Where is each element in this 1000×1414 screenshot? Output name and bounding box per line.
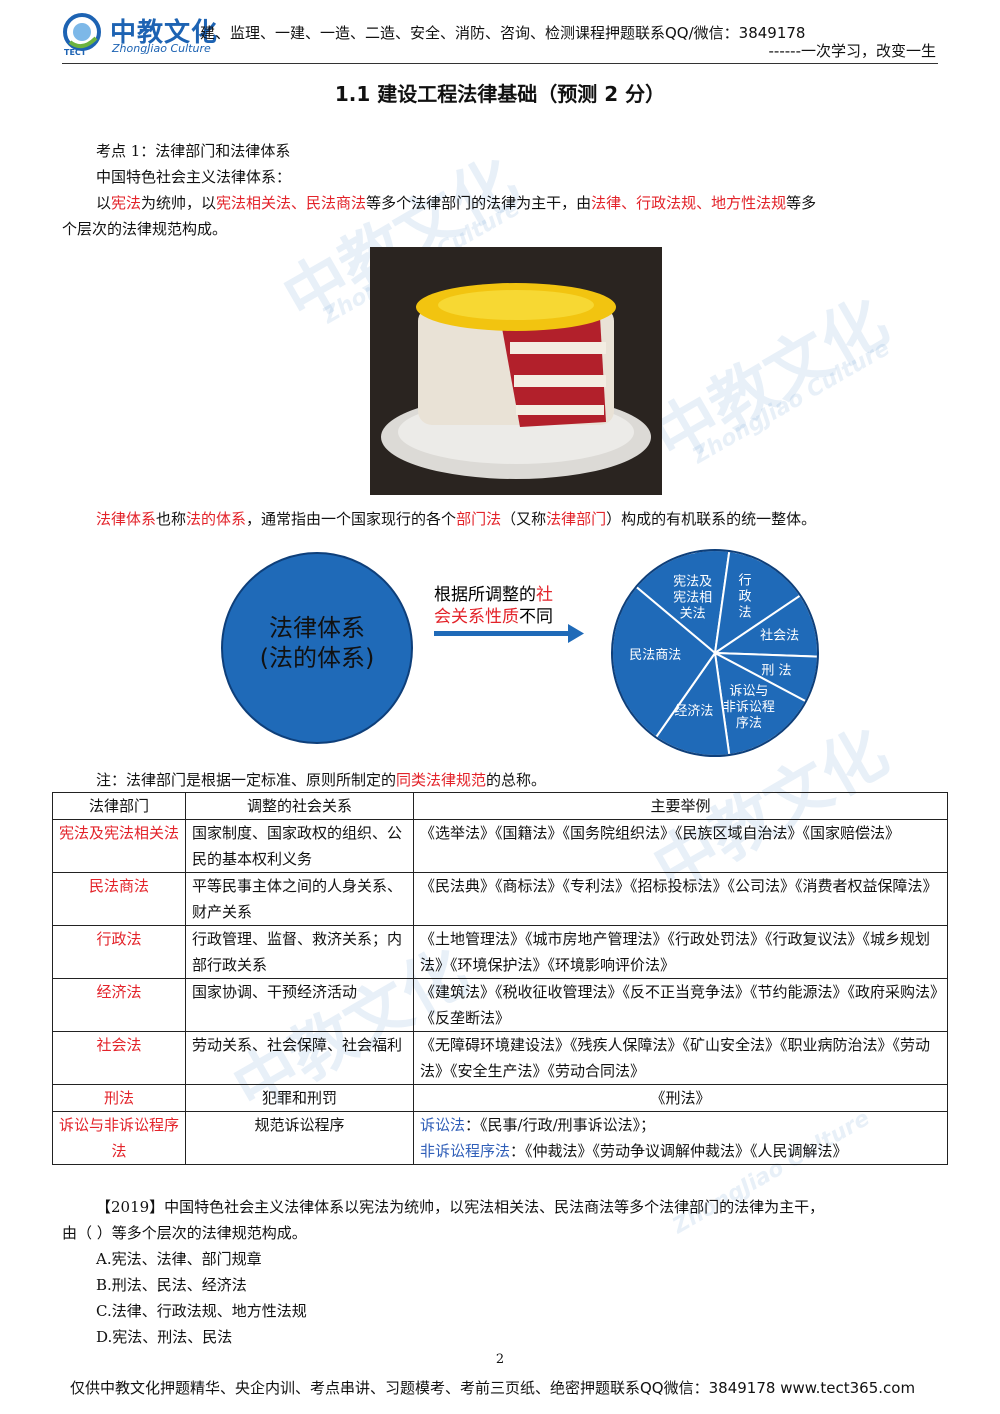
law-system-diagram: 法律体系 (法的体系) 根据所调整的社 会关系性质不同 宪法及宪法相关法 行政法社… — [221, 549, 819, 757]
pie-slice-label: 宪法及宪法相关法 — [673, 574, 712, 622]
relation-cell: 犯罪和刑罚 — [185, 1084, 414, 1112]
dept-cell: 经济法 — [52, 978, 186, 1032]
option-b: B.刑法、民法、经济法 — [96, 1276, 247, 1294]
table-row: 经济法 国家协调、干预经济活动 《建筑法》《税收征收管理法》《反不正当竞争法》《… — [52, 978, 948, 1032]
table-row: 民法商法 平等民事主体之间的人身关系、财产关系 《民法典》《商标法》《专利法》《… — [52, 872, 948, 926]
pie-slice-label: 社会法 — [760, 628, 799, 644]
watermark: 中教文化 — [641, 285, 901, 478]
arrow-shaft — [434, 631, 569, 636]
relation-cell: 规范诉讼程序 — [185, 1111, 414, 1165]
dept-cell: 社会法 — [52, 1031, 186, 1085]
dept-cell: 行政法 — [52, 925, 186, 979]
example-cell: 《选举法》《国籍法》《国务院组织法》《民族区域自治法》《国家赔偿法》 — [413, 819, 948, 873]
table-row: 刑法 犯罪和刑罚 《刑法》 — [52, 1084, 948, 1112]
logo-subtitle: ZhongJiao Culture — [112, 42, 211, 55]
example-cell: 《无障碍环境建设法》《残疾人保障法》《矿山安全法》《职业病防治法》《劳动法》《安… — [413, 1031, 948, 1085]
footer-url[interactable]: www.tect365.com — [780, 1379, 916, 1397]
subheading: 中国特色社会主义法律体系： — [96, 168, 292, 186]
circle-label-1: 法律体系 — [269, 614, 365, 642]
col-header: 调整的社会关系 — [185, 792, 414, 820]
pie-slice-label: 刑 法 — [761, 664, 791, 679]
option-d: D.宪法、刑法、民法 — [96, 1328, 233, 1346]
table-row: 行政法 行政管理、监督、救济关系；内部行政关系 《土地管理法》《城市房地产管理法… — [52, 925, 948, 979]
law-system-circle — [221, 552, 413, 744]
pie-slice-label: 经济法 — [674, 704, 713, 719]
circle-label-2: (法的体系) — [260, 644, 375, 672]
note: 注：法律部门是根据一定标准、原则所制定的同类法律规范的总称。 — [96, 771, 547, 789]
cake-photo — [370, 247, 662, 495]
paragraph-1: 以宪法为统帅，以宪法相关法、民法商法等多个法律部门的法律为主干，由法律、行政法规… — [62, 194, 817, 238]
table-header-row: 法律部门 调整的社会关系 主要举例 — [52, 792, 948, 820]
col-header: 法律部门 — [52, 792, 186, 820]
header-slogan: ------一次学习，改变一生 — [768, 42, 936, 60]
arrow-head — [568, 624, 584, 643]
page-title: 1.1 建设工程法律基础（预测 2 分） — [334, 82, 666, 106]
watermark-en: ZhongJiao Culture — [688, 335, 895, 470]
option-a: A.宪法、法律、部门规章 — [96, 1250, 262, 1268]
pie-slice-label: 行政法 — [738, 574, 751, 621]
relation-cell: 国家协调、干预经济活动 — [185, 978, 414, 1032]
relation-cell: 行政管理、监督、救济关系；内部行政关系 — [185, 925, 414, 979]
example-cell: 《民法典》《商标法》《专利法》《招标投标法》《公司法》《消费者权益保障法》 — [413, 872, 948, 926]
logo-text: 中教文化 — [110, 18, 219, 48]
option-c: C.法律、行政法规、地方性法规 — [96, 1302, 307, 1320]
page-header: 中教文化 ZhongJiao Culture TECT 建、监理、一建、一造、二… — [0, 0, 1000, 70]
point-heading: 考点 1：法律部门和法律体系 — [96, 142, 291, 160]
dept-cell: 民法商法 — [52, 872, 186, 926]
law-department-table: 法律部门 调整的社会关系 主要举例 宪法及宪法相关法 国家制度、国家政权的组织、… — [52, 792, 948, 1165]
col-header: 主要举例 — [413, 792, 948, 820]
dept-cell: 宪法及宪法相关法 — [52, 819, 186, 873]
pie-slice-label: 诉讼与非诉讼程序法 — [723, 684, 775, 731]
footer-text: 仅供中教文化押题精华、央企内训、考点串讲、习题模考、考前三页纸、绝密押题联系QQ… — [70, 1379, 776, 1397]
relation-cell: 劳动关系、社会保障、社会福利 — [185, 1031, 414, 1085]
example-cell: 《土地管理法》《城市房地产管理法》《行政处罚法》《行政复议法》《城乡规划法》《环… — [413, 925, 948, 979]
logo-icon — [63, 13, 101, 51]
header-divider — [62, 63, 938, 64]
dept-cell: 刑法 — [52, 1084, 186, 1112]
arrow-label-1: 根据所调整的社 — [434, 585, 553, 605]
pie-slice-label: 民法商法 — [629, 648, 681, 663]
pie-outline — [611, 549, 819, 757]
table-row: 宪法及宪法相关法 国家制度、国家政权的组织、公民的基本权利义务 《选举法》《国籍… — [52, 819, 948, 873]
example-cell: 《刑法》 — [413, 1084, 948, 1112]
example-cell: 诉讼法：《民事/行政/刑事诉讼法》；非诉讼程序法：《仲裁法》《劳动争议调解仲裁法… — [413, 1111, 948, 1165]
question-stem: 【2019】中国特色社会主义法律体系以宪法为统帅，以宪法相关法、民法商法等多个法… — [96, 1198, 825, 1216]
footer: 仅供中教文化押题精华、央企内训、考点串讲、习题模考、考前三页纸、绝密押题联系QQ… — [70, 1377, 915, 1398]
page-number: 2 — [495, 1352, 505, 1367]
header-contact: 建、监理、一建、一造、二造、安全、消防、咨询、检测课程押题联系QQ/微信：384… — [200, 24, 806, 42]
arrow-label-2: 会关系性质不同 — [434, 607, 553, 627]
relation-cell: 国家制度、国家政权的组织、公民的基本权利义务 — [185, 819, 414, 873]
table-row: 诉讼与非诉讼程序法 规范诉讼程序 诉讼法：《民事/行政/刑事诉讼法》；非诉讼程序… — [52, 1111, 948, 1165]
relation-cell: 平等民事主体之间的人身关系、财产关系 — [185, 872, 414, 926]
question-stem-2: 由（ ）等多个层次的法律规范构成。 — [62, 1224, 307, 1242]
dept-cell: 诉讼与非诉讼程序法 — [52, 1111, 186, 1165]
paragraph-2: 法律体系也称法的体系，通常指由一个国家现行的各个部门法（又称法律部门）构成的有机… — [96, 510, 817, 528]
table-row: 社会法 劳动关系、社会保障、社会福利 《无障碍环境建设法》《残疾人保障法》《矿山… — [52, 1031, 948, 1085]
example-cell: 《建筑法》《税收征收管理法》《反不正当竞争法》《节约能源法》《政府采购法》《反垄… — [413, 978, 948, 1032]
logo-tect: TECT — [64, 48, 87, 57]
